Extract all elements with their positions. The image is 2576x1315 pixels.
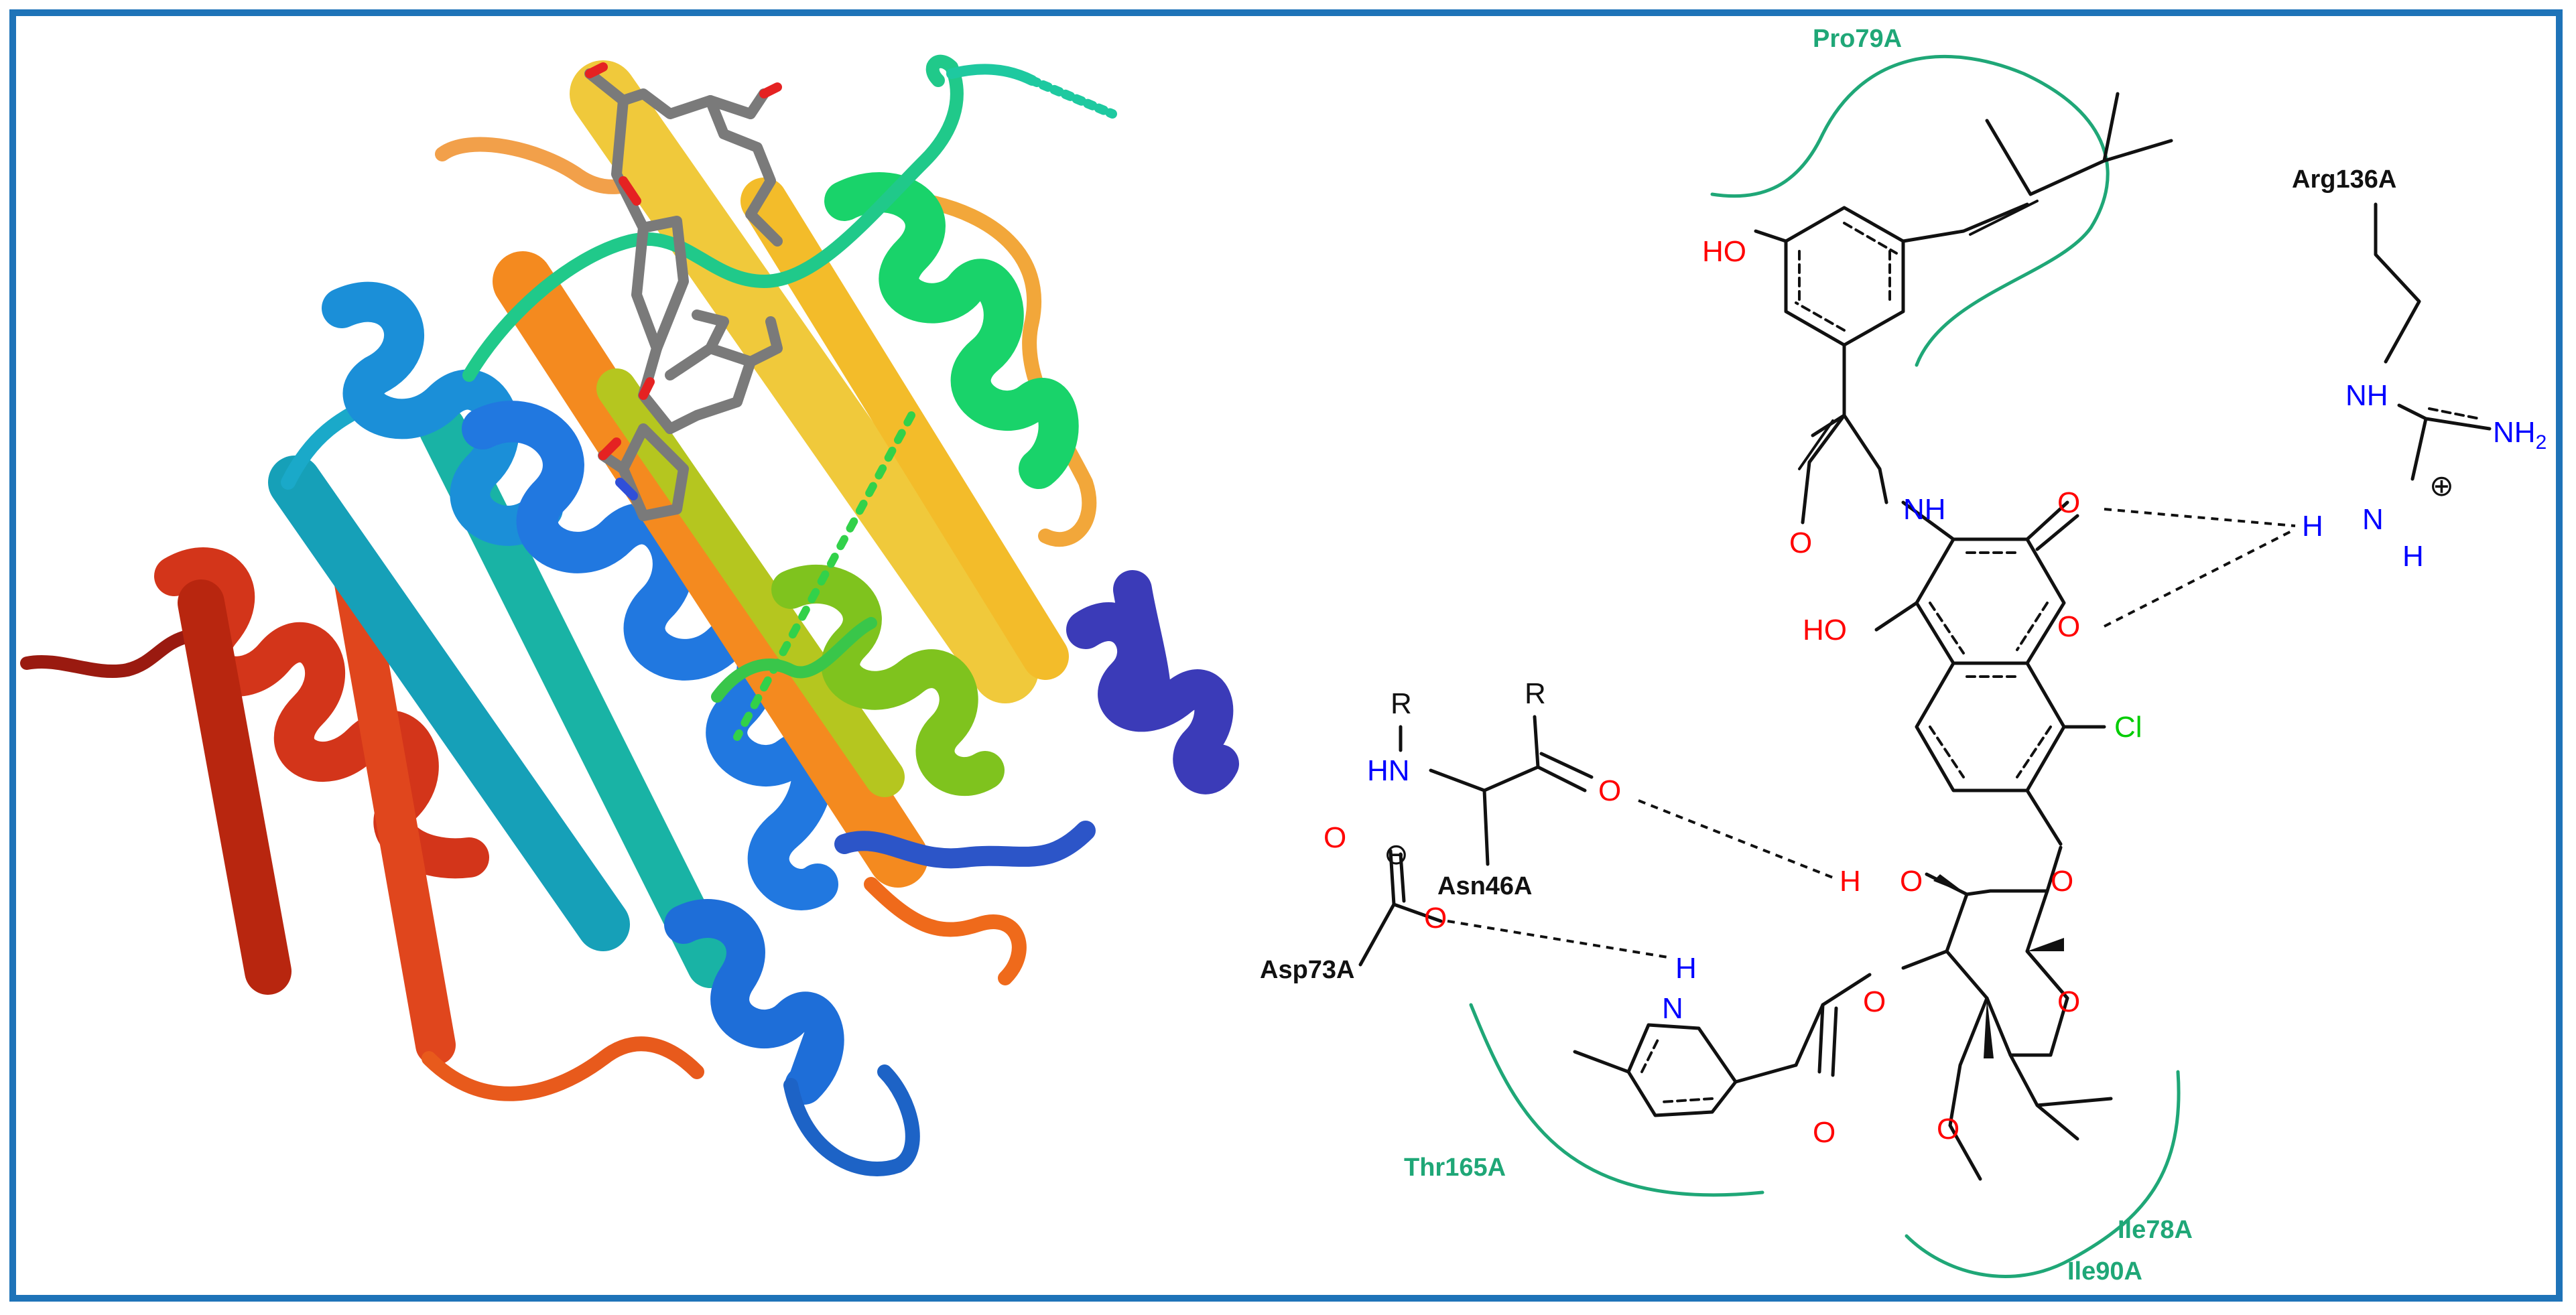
stereo-wedges (1933, 874, 2064, 1058)
atom-labels: HO NH O O O HO Cl O O O O O H O N H NH N… (1324, 235, 2547, 1149)
ribbon-gold-coil (917, 194, 1097, 547)
ribbon-gold-strand (740, 178, 1069, 680)
atom-arg-h-low: H (2402, 540, 2424, 573)
label-ile90a: Ile90A (2067, 1257, 2142, 1286)
atom-pyrrole-h: H (1675, 952, 1697, 985)
ribbon-orange-coil-2 (864, 877, 1027, 985)
hbond-asp-o-h (1447, 920, 1673, 959)
atom-arg-h-hbond: H (2302, 510, 2323, 543)
atom-asn-o: O (1598, 774, 1621, 807)
label-ile78a: Ile78A (2118, 1216, 2193, 1244)
ribbon-indigo-coil (834, 821, 1096, 869)
ribbon-green-coil-2 (711, 617, 877, 703)
hydrophobic-contacts (1469, 55, 2181, 1278)
thr165-contact-arc (1469, 1003, 1764, 1197)
atom-o-lactone: O (2057, 486, 2080, 519)
label-pro79a: Pro79A (1813, 25, 1902, 53)
atom-o-glycosidic: O (2051, 865, 2073, 898)
atom-ho-coumarin: HO (1803, 614, 1847, 646)
hydrogen-bonds (1447, 508, 2296, 959)
atom-asp-o1: O (1324, 821, 1346, 854)
atom-arg-n: N (2362, 503, 2384, 536)
interaction-diagram: Pro79A Arg136A Asn46A Asp73A Thr165A Ile… (1260, 25, 2547, 1286)
atom-nh-amide: NH (1903, 493, 1946, 526)
atom-arg-nh2: NH2 (2493, 416, 2547, 454)
label-asp73a: Asp73A (1260, 956, 1355, 984)
ribbon-orange-strand (493, 251, 928, 888)
ligand-atoms (585, 62, 782, 500)
label-arg136a: Arg136A (2292, 165, 2396, 194)
ile-contact-arc (1905, 1070, 2181, 1278)
ribbon-blue-helix-2 (664, 899, 844, 1105)
atom-arg-nh: NH (2345, 379, 2388, 412)
atom-asn-hn: HN (1367, 754, 1410, 787)
ribbon-lime-helix (771, 565, 1005, 797)
ribbon-dashed-link (1027, 76, 1117, 119)
ribbon-yellow-strand (570, 60, 1039, 703)
atom-o-ring: O (2057, 610, 2080, 643)
atom-pyrrole-n: N (1662, 992, 1683, 1025)
ribbon-blue-coil (783, 1064, 920, 1176)
atom-o-amide: O (1789, 527, 1812, 559)
ribbon-red-strand (178, 579, 292, 995)
residue-labels: Pro79A Arg136A Asn46A Asp73A Thr165A Ile… (1260, 25, 2396, 1286)
hbond-o-arg-2 (2104, 528, 2296, 628)
charge-minus-icon: ⊖ (1384, 838, 1409, 871)
atom-ho-top: HO (1702, 235, 1746, 268)
ribbon-teal-coil-top (946, 64, 1037, 86)
label-thr165a: Thr165A (1404, 1154, 1506, 1182)
ribbon-dashed-link-2 (733, 411, 915, 741)
protein-ribbon-structure (20, 54, 1239, 1176)
ribbon-indigo-helix (1066, 570, 1239, 794)
atom-o-sugar-ring: O (2057, 985, 2080, 1018)
ribbon-red-coil-2 (422, 1036, 704, 1101)
ribbon-green-helix (824, 172, 1079, 489)
ribbon-lightblue-helix (322, 281, 563, 546)
atom-o-ester: O (1863, 985, 1886, 1018)
atom-h-hydroxyl: H (1840, 865, 1861, 898)
atom-asn-r2: R (1525, 677, 1546, 710)
ligand-sticks (584, 68, 783, 521)
atom-o-hydroxyl: O (1900, 865, 1923, 898)
atom-o-methoxy: O (1937, 1113, 1959, 1146)
atom-cl: Cl (2114, 711, 2142, 744)
ribbon-red-strand-2 (328, 529, 456, 1065)
hbond-asn-o-h (1638, 799, 1833, 879)
label-asn46a: Asn46A (1437, 872, 1533, 900)
ribbon-red-coil (20, 630, 194, 679)
atom-o-ester-carbonyl: O (1813, 1116, 1836, 1149)
ribbon-teal-strand (268, 456, 630, 951)
ligand-bonds (1358, 92, 2492, 1181)
atom-asn-r1: R (1391, 687, 1412, 720)
charge-plus-icon: ⊕ (2429, 470, 2454, 502)
pro79-contact-arc (1710, 55, 2110, 367)
hbond-o-arg-1 (2104, 508, 2296, 527)
atom-asp-o2: O (1424, 902, 1447, 935)
ribbon-blue-helix (462, 401, 838, 910)
